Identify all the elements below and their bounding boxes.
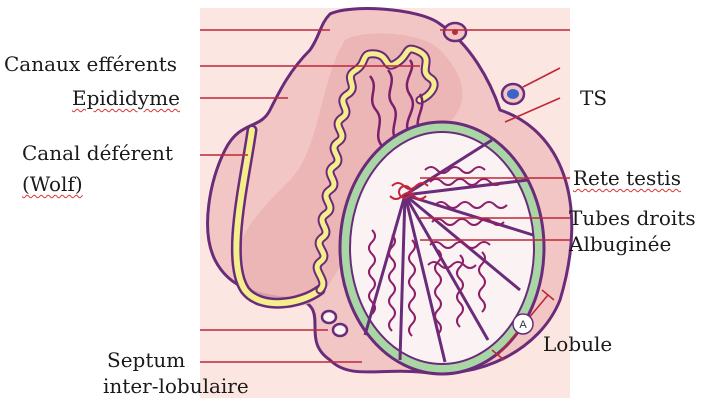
lobule-marker-letter: A [519, 319, 527, 331]
label-epididyme: Epididyme [72, 86, 180, 110]
label-wolf: (Wolf) [22, 172, 83, 196]
tail-duct-2 [333, 324, 347, 336]
label-lobule: Lobule [543, 332, 612, 356]
label-rete-testis: Rete testis [573, 166, 681, 190]
label-inter-lobulaire: inter-lobulaire [103, 374, 249, 398]
label-canal-deferent: Canal déférent [22, 141, 173, 165]
label-tubes-droits: Tubes droits [569, 206, 696, 230]
label-canaux-efferents: Canaux efférents [4, 52, 177, 76]
label-ts: TS [580, 86, 607, 110]
label-septum: Septum [107, 348, 185, 372]
tail-duct-1 [322, 311, 336, 323]
label-albuginee: Albuginée [569, 232, 671, 256]
